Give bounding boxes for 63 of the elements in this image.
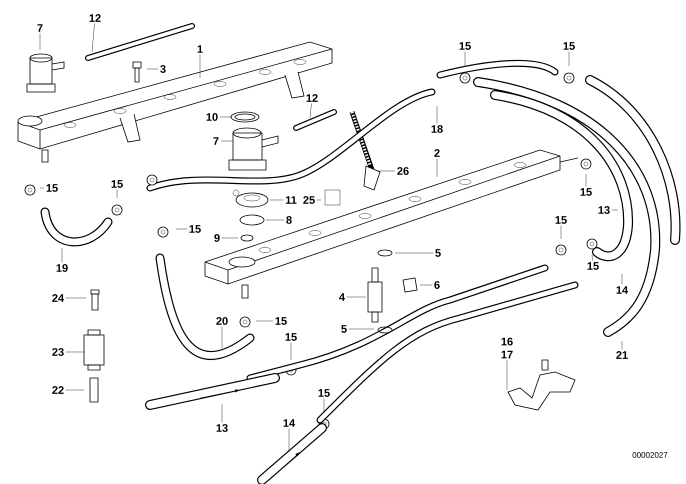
callout-number: 4 — [339, 293, 345, 301]
leader-line — [464, 51, 466, 68]
callout-number: 13 — [598, 206, 610, 214]
callout-number: 15 — [460, 42, 471, 50]
leader-line — [176, 228, 188, 230]
callout-number: 15 — [112, 180, 123, 188]
callout-number: 22 — [52, 386, 64, 394]
callout-number: 5 — [435, 249, 441, 257]
leader-line — [436, 158, 438, 178]
callout-number: 15 — [286, 333, 297, 341]
callout-number: 7 — [213, 137, 219, 145]
callout-number: 25 — [303, 196, 315, 204]
callout-number: 3 — [160, 65, 166, 73]
callout-number: 9 — [214, 234, 220, 242]
callout-number: 10 — [206, 113, 218, 121]
leader-line — [506, 360, 508, 390]
callout-number: 26 — [397, 167, 409, 175]
leader-line — [346, 296, 366, 298]
leader-line — [420, 284, 432, 286]
callout-number: 15 — [556, 216, 567, 224]
leader-line — [560, 225, 562, 240]
callout-number: 2 — [434, 149, 440, 157]
callout-number: 23 — [52, 348, 64, 356]
leader-line — [592, 254, 593, 261]
callout-number: 20 — [216, 317, 228, 325]
leader-line — [310, 103, 312, 118]
callout-number: 12 — [306, 94, 318, 102]
reference-number: 00002027 — [632, 452, 668, 458]
callout-number: 15 — [580, 188, 592, 196]
leader-line — [116, 189, 118, 198]
leader-line — [256, 320, 274, 322]
callout-number: 15 — [588, 262, 599, 270]
leader-line — [378, 170, 396, 172]
leader-line — [220, 140, 234, 142]
leader-line — [92, 23, 95, 52]
callout-number: 16 17 — [502, 338, 513, 358]
leader-line — [290, 342, 292, 360]
callout-number: 7 — [37, 24, 43, 32]
leader-line — [568, 51, 570, 66]
callout-number: 15 — [46, 184, 58, 192]
callout-number: 18 — [432, 125, 443, 133]
leader-line — [436, 106, 438, 124]
callout-number: 21 — [616, 351, 628, 359]
callout-number: 15 — [564, 42, 575, 50]
callout-number: 13 — [216, 424, 228, 432]
callout-number: 15 — [190, 225, 201, 233]
callout-number: 8 — [286, 216, 292, 224]
callout-number: 14 — [616, 286, 628, 294]
callout-number: 11 — [286, 196, 296, 204]
leader-line — [394, 252, 434, 254]
callout-number: 6 — [434, 281, 440, 289]
callout-number: 5 — [341, 325, 347, 333]
callout-number: 12 — [90, 14, 101, 22]
callout-number: 19 — [56, 264, 68, 272]
leader-line — [146, 68, 158, 70]
leader-line — [348, 328, 374, 330]
callout-number: 1 — [198, 45, 203, 53]
callout-number: 24 — [52, 294, 64, 302]
leader-line — [288, 428, 290, 452]
callout-number: 15 — [276, 317, 287, 325]
callout-number: 15 — [318, 389, 330, 397]
leader-line — [220, 116, 232, 118]
callout-number: 14 — [284, 419, 296, 427]
